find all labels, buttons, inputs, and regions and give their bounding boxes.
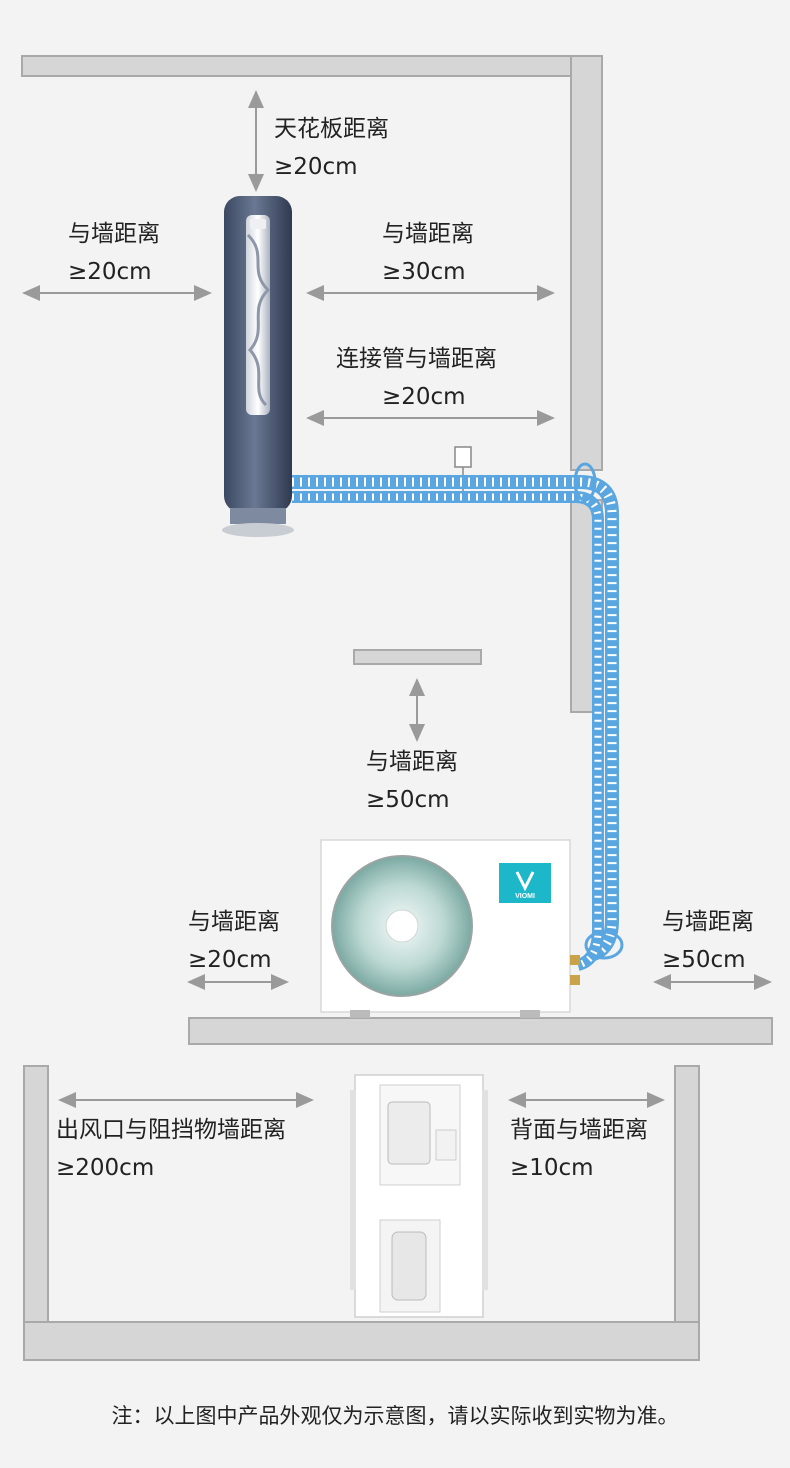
label-indoor-right-title: 与墙距离 [382, 221, 474, 247]
label-indoor-left: 与墙距离 ≥20cm [68, 215, 160, 291]
label-ceiling-title: 天花板距离 [274, 116, 389, 142]
outdoor-unit-front [320, 839, 580, 1018]
label-back-value: ≥10cm [510, 1155, 594, 1181]
label-outdoor-left-value: ≥20cm [188, 947, 272, 973]
label-pipe-title: 连接管与墙距离 [336, 346, 497, 372]
label-indoor-right: 与墙距离 ≥30cm [382, 215, 474, 291]
viomi-logo-text: VIOMI [515, 893, 535, 900]
label-outdoor-top-value: ≥50cm [366, 787, 450, 813]
label-outdoor-right: 与墙距离 ≥50cm [662, 903, 754, 979]
label-pipe-value: ≥20cm [382, 384, 466, 410]
label-outdoor-right-title: 与墙距离 [662, 909, 754, 935]
dimension-arrows [22, 90, 772, 1108]
label-back: 背面与墙距离 ≥10cm [510, 1111, 648, 1187]
label-pipe: 连接管与墙距离 ≥20cm [336, 340, 497, 416]
outdoor-walls [188, 649, 773, 1045]
label-indoor-right-value: ≥30cm [382, 259, 466, 285]
bottom-room-walls [23, 1065, 700, 1361]
label-ceiling: 天花板距离 ≥20cm [274, 110, 389, 186]
indoor-tower-unit [222, 196, 294, 537]
label-outdoor-right-value: ≥50cm [662, 947, 746, 973]
label-outlet-value: ≥200cm [56, 1155, 155, 1181]
refrigerant-pipe [292, 446, 624, 971]
label-outdoor-top: 与墙距离 ≥50cm [366, 743, 458, 819]
label-indoor-left-value: ≥20cm [68, 259, 152, 285]
label-ceiling-value: ≥20cm [274, 154, 358, 180]
label-outdoor-left: 与墙距离 ≥20cm [188, 903, 280, 979]
label-outdoor-top-title: 与墙距离 [366, 749, 458, 775]
disclaimer-note: 注：以上图中产品外观仅为示意图，请以实际收到实物为准。 [111, 1404, 679, 1428]
label-outlet: 出风口与阻挡物墙距离 ≥200cm [56, 1111, 286, 1187]
label-outlet-title: 出风口与阻挡物墙距离 [56, 1117, 286, 1143]
label-indoor-left-title: 与墙距离 [68, 221, 160, 247]
outdoor-unit-side [350, 1074, 488, 1318]
label-outdoor-left-title: 与墙距离 [188, 909, 280, 935]
label-back-title: 背面与墙距离 [510, 1117, 648, 1143]
